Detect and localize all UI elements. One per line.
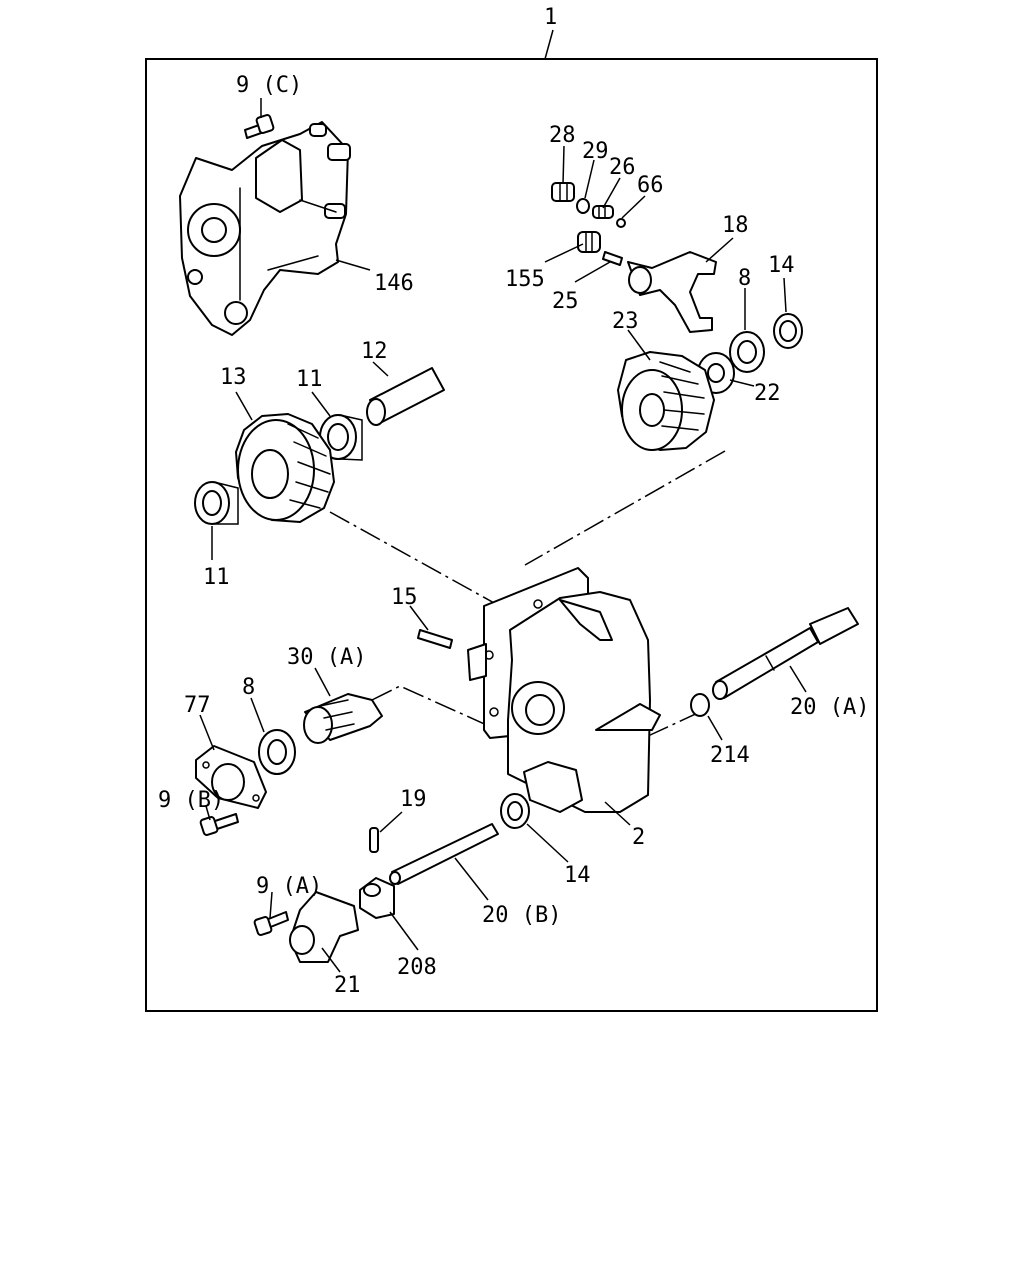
label-22: 22 bbox=[754, 381, 781, 406]
shaft-20a bbox=[712, 607, 859, 700]
label-77: 77 bbox=[184, 693, 211, 718]
label-8-mid: 8 bbox=[242, 675, 255, 700]
bearing-8-top bbox=[729, 331, 765, 373]
label-20b: 20 (B) bbox=[482, 903, 561, 928]
label-20a: 20 (A) bbox=[790, 695, 869, 720]
ball-66 bbox=[616, 218, 626, 228]
label-29: 29 bbox=[582, 139, 609, 164]
pin-19 bbox=[369, 827, 379, 853]
label-26: 26 bbox=[609, 155, 636, 180]
leader-lines bbox=[199, 98, 807, 973]
label-8-top: 8 bbox=[738, 266, 751, 291]
pin-15 bbox=[417, 629, 453, 649]
label-21: 21 bbox=[334, 973, 361, 998]
shaft-12 bbox=[366, 367, 445, 426]
label-208: 208 bbox=[397, 955, 437, 980]
bolt-9a bbox=[253, 911, 289, 936]
seal-14-bottom bbox=[500, 793, 530, 829]
label-11-top: 11 bbox=[296, 367, 323, 392]
label-19: 19 bbox=[400, 787, 427, 812]
bearing-8-mid bbox=[258, 729, 296, 775]
label-25: 25 bbox=[552, 289, 579, 314]
label-214: 214 bbox=[710, 743, 750, 768]
cover-21 bbox=[289, 891, 359, 963]
spring-26 bbox=[592, 205, 614, 219]
label-11-bottom: 11 bbox=[203, 565, 230, 590]
seal-14-top bbox=[773, 313, 803, 349]
pinion-gear-30a bbox=[303, 693, 383, 744]
gear-case-2 bbox=[467, 567, 661, 813]
bolt-9c bbox=[244, 114, 275, 139]
cover-77 bbox=[195, 745, 267, 809]
block-208 bbox=[359, 877, 395, 919]
needle-bearing-11-bottom bbox=[194, 481, 239, 525]
label-9a: 9 (A) bbox=[256, 874, 322, 899]
gear-23 bbox=[617, 351, 715, 451]
callout-labels: 1 9 (C) 146 28 29 26 66 18 155 25 8 14 2… bbox=[158, 5, 869, 998]
label-28: 28 bbox=[549, 123, 576, 148]
bolt-9b bbox=[199, 813, 239, 836]
label-15: 15 bbox=[391, 585, 418, 610]
assembly-leader bbox=[544, 29, 554, 60]
alignment-lines bbox=[329, 450, 726, 741]
label-14-bottom: 14 bbox=[564, 863, 591, 888]
label-assembly: 1 bbox=[544, 5, 557, 30]
pin-25 bbox=[602, 251, 623, 266]
label-155: 155 bbox=[505, 267, 545, 292]
label-2: 2 bbox=[632, 825, 645, 850]
snap-ring-214 bbox=[690, 693, 710, 717]
nut-28 bbox=[551, 182, 575, 202]
label-18: 18 bbox=[722, 213, 749, 238]
label-14-top: 14 bbox=[768, 253, 795, 278]
label-12: 12 bbox=[361, 339, 388, 364]
plug-155 bbox=[577, 231, 601, 253]
label-9c: 9 (C) bbox=[236, 73, 302, 98]
label-13: 13 bbox=[220, 365, 247, 390]
gear-13 bbox=[235, 413, 335, 523]
label-30a: 30 (A) bbox=[287, 645, 366, 670]
label-9b: 9 (B) bbox=[158, 788, 224, 813]
upper-housing-146 bbox=[179, 121, 351, 336]
label-146: 146 bbox=[374, 271, 414, 296]
shift-fork-18 bbox=[627, 251, 717, 333]
label-66: 66 bbox=[637, 173, 664, 198]
assembly-frame bbox=[145, 58, 878, 1012]
shaft-20b bbox=[389, 823, 499, 885]
clip-29 bbox=[576, 198, 590, 214]
label-23: 23 bbox=[612, 309, 639, 334]
